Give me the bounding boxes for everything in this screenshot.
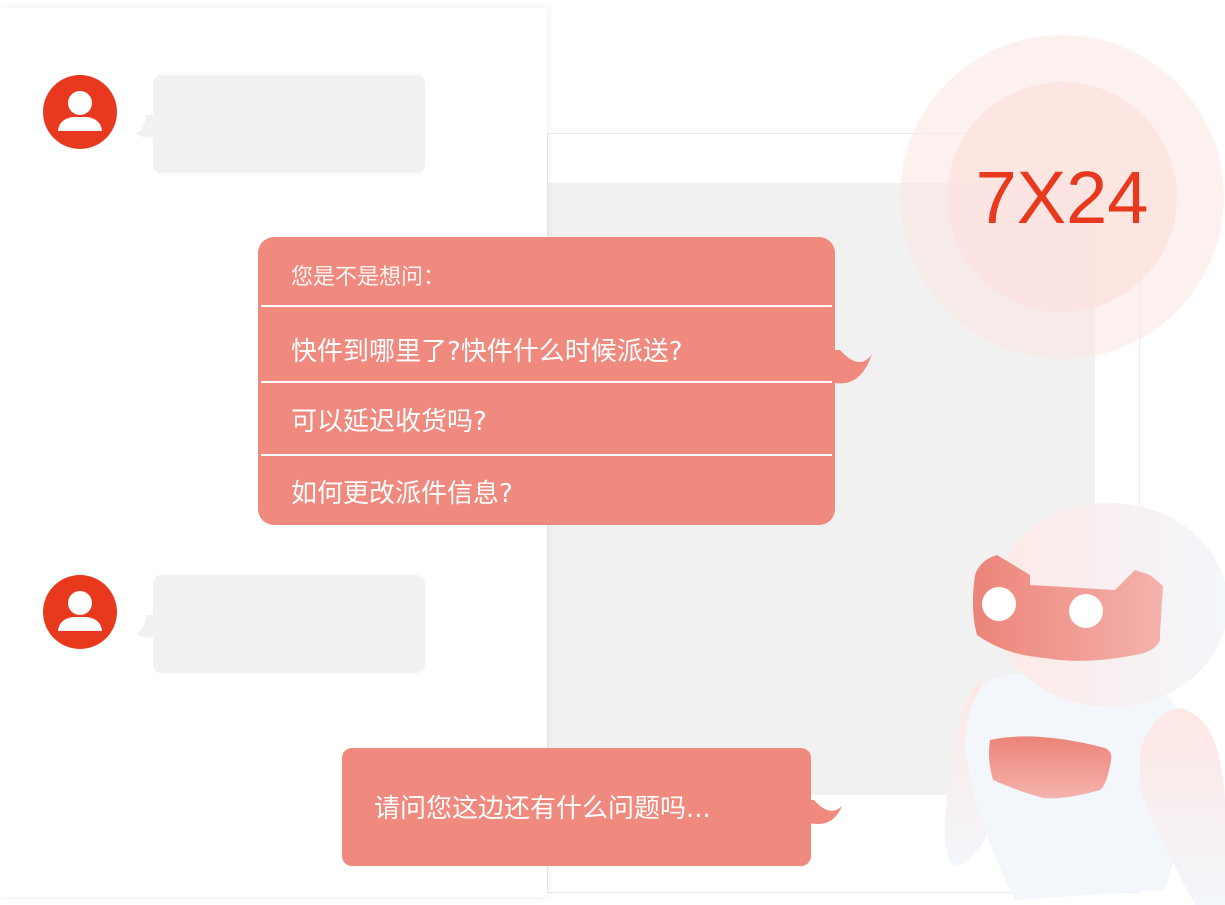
service-hours-badge: 7X24 <box>975 155 1149 239</box>
robot-illustration <box>944 503 1225 905</box>
badge-inner-circle <box>947 82 1177 312</box>
user-icon <box>58 91 102 131</box>
bubble-tail-icon <box>830 350 872 384</box>
user-avatar <box>43 75 117 149</box>
bot-question-text: 请问您这边还有什么问题吗... <box>374 794 711 824</box>
divider <box>261 381 832 383</box>
user-message-bubble <box>153 575 425 673</box>
bubble-tail-icon <box>136 115 154 138</box>
bubble-tail-icon <box>806 800 842 824</box>
user-icon <box>58 591 102 631</box>
suggestion-header: 您是不是想问： <box>291 265 446 290</box>
user-message-bubble <box>153 75 425 173</box>
suggestion-option[interactable]: 如何更改派件信息? <box>291 479 513 509</box>
suggestion-option[interactable]: 快件到哪里了?快件什么时候派送? <box>291 337 683 367</box>
bot-question-bubble: 请问您这边还有什么问题吗... <box>342 748 811 866</box>
bubble-tail-icon <box>136 615 154 638</box>
user-avatar <box>43 575 117 649</box>
divider <box>261 305 832 307</box>
suggestion-menu: 您是不是想问： 快件到哪里了?快件什么时候派送? 可以延迟收货吗? 如何更改派件… <box>258 237 835 525</box>
suggestion-option[interactable]: 可以延迟收货吗? <box>291 407 487 437</box>
divider <box>261 454 832 456</box>
